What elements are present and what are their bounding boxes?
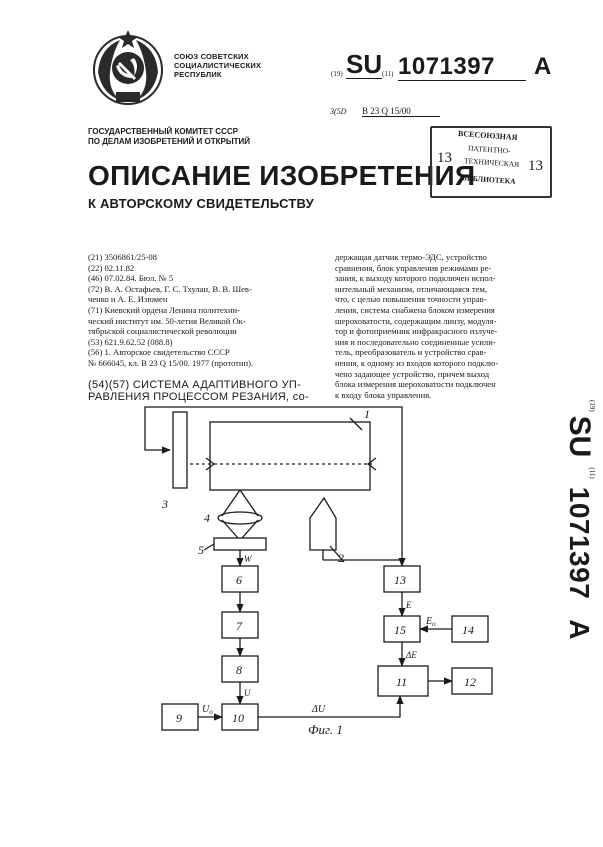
abstract-line: блока измерения шероховатости подключен: [335, 379, 549, 390]
abstract-line: чено задающее устройство, причем выход: [335, 369, 549, 380]
ipc-class: В 23 Q 15/00: [362, 106, 440, 117]
modulator-5: [214, 538, 266, 550]
abstract-text: держащая датчик термо-ЭДС, устройство ср…: [335, 252, 549, 400]
signal-e0-main: E: [425, 616, 432, 627]
signal-e0: Eo: [425, 616, 436, 628]
abstract-line: тель, преобразователь и устройство срав-: [335, 347, 549, 358]
patent-number: 1071397: [398, 54, 526, 81]
label-5: 5: [198, 543, 204, 557]
biblio-line: (22) 02.11.82: [88, 263, 328, 274]
label-6: 6: [236, 573, 242, 587]
signal-u0-sub: o: [209, 708, 213, 716]
document-subtitle: К АВТОРСКОМУ СВИДЕТЕЛЬСТВУ: [88, 196, 314, 211]
abstract-line: нения, к одному из входов которого подкл…: [335, 358, 549, 369]
abstract-line: что, с целью повышения точности управ-: [335, 294, 549, 305]
union-name-line-2: СОЦИАЛИСТИЧЕСКИХ: [174, 61, 261, 70]
feedback-wire: [145, 407, 315, 450]
signal-u0: Uo: [202, 704, 213, 716]
kind-code: А: [534, 54, 551, 80]
biblio-line: тябрьской социалистической революции: [88, 326, 328, 337]
stamp-line-4: БИБЛИОТЕКА: [462, 173, 516, 186]
abstract-line: нительный механизм, отличающаяся тем,: [335, 284, 549, 295]
stamp-line-2: ПАТЕНТНО-: [468, 144, 511, 156]
label-7: 7: [236, 619, 243, 633]
label-2: 2: [338, 551, 344, 565]
union-name-line-3: РЕСПУБЛИК: [174, 70, 222, 79]
signal-e0-sub: o: [432, 620, 436, 628]
library-stamp: ВСЕСОЮЗНАЯ ПАТЕНТНО- ТЕХНИЧЕСКАЯ БИБЛИОТ…: [430, 126, 552, 198]
abstract-line: шероховатости, содержащим линзу, модуля-: [335, 316, 549, 327]
biblio-line: (53) 621.9.62.52 (088.8): [88, 337, 328, 348]
label-15: 15: [394, 623, 406, 637]
invention-title-line-1: (54)(57) СИСТЕМА АДАПТИВНОГО УП-: [88, 379, 336, 391]
country-code: SU: [346, 50, 382, 79]
abstract-line: тор и фотоприемник инфракрасного излуче-: [335, 326, 549, 337]
block-diagram: 1 2 3 4 5 6 7 8 9 10 11 12 13 14 15 W U …: [140, 400, 580, 750]
ipc-code-number: 3(5D: [330, 107, 346, 116]
abstract-line: к входу блока управления.: [335, 390, 549, 401]
bibliographic-data: (21) 3506861/25-08 (22) 02.11.82 (46) 07…: [88, 252, 328, 369]
ussr-emblem-icon: [90, 28, 166, 108]
abstract-line: держащая датчик термо-ЭДС, устройство: [335, 252, 549, 263]
stamp-line-1: ВСЕСОЮЗНАЯ: [458, 129, 518, 142]
label-10: 10: [232, 711, 244, 725]
workpiece-1: [210, 422, 370, 490]
document-title: ОПИСАНИЕ ИЗОБРЕТЕНИЯ: [88, 160, 475, 192]
sensor-wire: [315, 407, 402, 560]
stamp-line-3: ТЕХНИЧЕСКАЯ: [464, 156, 520, 169]
side-code-19: (19): [588, 400, 596, 412]
abstract-line: ления, система снабжена блоком измерения: [335, 305, 549, 316]
biblio-line: ческий институт им. 50-летия Великой Ок-: [88, 316, 328, 327]
abstract-line: ния и последовательно соединенные усили-: [335, 337, 549, 348]
side-code-11: (11): [588, 467, 596, 478]
signal-w: W: [244, 554, 253, 564]
figure-caption: Фиг. 1: [308, 722, 343, 737]
biblio-line: (56) 1. Авторское свидетельство СССР: [88, 347, 328, 358]
biblio-line: (46) 07.02.84. Бюл. № 5: [88, 273, 328, 284]
actuator-3: [173, 412, 187, 488]
committee-line-2: ПО ДЕЛАМ ИЗОБРЕТЕНИЙ И ОТКРЫТИЙ: [88, 137, 250, 147]
cutter-2: [310, 498, 336, 550]
biblio-line: (72) В. А. Остафьев, Г. С. Тхулан, В. В.…: [88, 284, 328, 295]
stamp-number-left: 13: [437, 150, 452, 167]
signal-u: U: [244, 688, 251, 698]
label-4: 4: [204, 511, 210, 525]
label-12: 12: [464, 675, 476, 689]
label-11: 11: [396, 675, 407, 689]
biblio-line: (21) 3506861/25-08: [88, 252, 328, 263]
stamp-number-right: 13: [528, 158, 543, 175]
code-19: (19): [331, 70, 343, 78]
label-1: 1: [364, 407, 370, 421]
abstract-line: сравнения, блок управления режимами ре-: [335, 263, 549, 274]
committee-line-1: ГОСУДАРСТВЕННЫЙ КОМИТЕТ СССР: [88, 127, 238, 137]
biblio-line: ченко и А. Е. Изюмен: [88, 294, 328, 305]
signal-e: E: [405, 600, 412, 610]
label-3: 3: [161, 497, 168, 511]
signal-de: ΔE: [405, 650, 417, 660]
label-13: 13: [394, 573, 406, 587]
label-8: 8: [236, 663, 242, 677]
biblio-line: (71) Киевский ордена Ленина политехни-: [88, 305, 328, 316]
label-14: 14: [462, 623, 474, 637]
code-11: (11): [382, 70, 393, 78]
label-9: 9: [176, 711, 182, 725]
union-name-line-1: СОЮЗ СОВЕТСКИХ: [174, 52, 249, 61]
biblio-line: № 666045, кл. В 23 Q 15/00. 1977 (протот…: [88, 358, 328, 369]
signal-du: ΔU: [311, 704, 326, 715]
abstract-line: зания, к выходу которого подключен испол…: [335, 273, 549, 284]
